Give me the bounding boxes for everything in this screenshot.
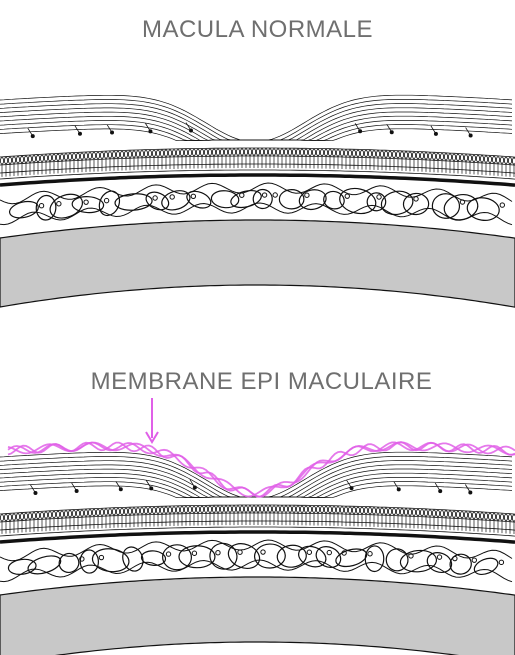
rpe-layer xyxy=(0,175,515,185)
nerve-fiber-layer xyxy=(0,95,512,141)
erm-macula-cross-section xyxy=(0,442,515,655)
sclera xyxy=(0,220,515,307)
membrane-pointer-arrow xyxy=(146,398,158,442)
choroid xyxy=(0,183,512,225)
nerve-fiber-layer xyxy=(0,452,512,498)
choroid xyxy=(0,539,512,581)
normal-macula-cross-section xyxy=(0,95,515,307)
rpe-layer xyxy=(0,532,515,542)
sclera xyxy=(0,577,515,655)
